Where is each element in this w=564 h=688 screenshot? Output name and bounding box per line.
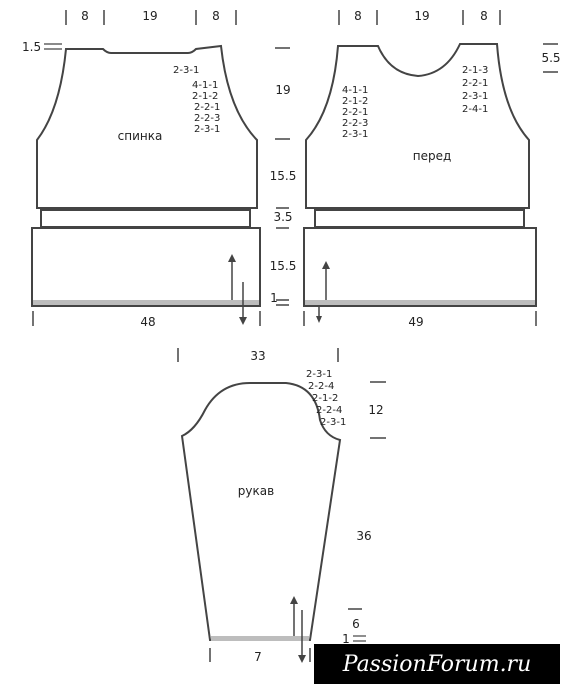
front-arrow-down-icon bbox=[316, 316, 322, 323]
sleeve-arrow-down-icon bbox=[298, 655, 306, 663]
front-armhole-dec: 2-2-1 bbox=[342, 107, 368, 118]
back-top-dim-left: 8 bbox=[81, 9, 89, 23]
back-arrow-down-icon bbox=[239, 317, 247, 325]
front-top-dim-right: 8 bbox=[480, 9, 488, 23]
back-arrow-up-icon bbox=[228, 254, 236, 262]
front-neck-dec: 2-2-1 bbox=[462, 78, 488, 89]
front-label: перед bbox=[413, 149, 452, 163]
back-piece: 8 19 8 1.5 спинка 2-3-1 4-1-1 2-1-2 2-2-… bbox=[22, 9, 261, 329]
sleeve-cap-dec: 2-1-2 bbox=[312, 393, 338, 404]
back-armhole-dec: 2-3-1 bbox=[194, 124, 220, 135]
side-dim-body: 15.5 bbox=[270, 169, 297, 183]
front-armhole-dec: 2-1-2 bbox=[342, 96, 368, 107]
sleeve-cap-dec: 2-2-4 bbox=[308, 381, 334, 392]
sleeve-band: 1 bbox=[342, 632, 350, 646]
front-bottom-width: 49 bbox=[408, 315, 423, 329]
sleeve-label: рукав bbox=[238, 484, 274, 498]
back-armhole-dec: 2-3-1 bbox=[173, 65, 199, 76]
side-dim-lower: 15.5 bbox=[270, 259, 297, 273]
back-hem-band bbox=[33, 300, 259, 305]
side-dim-hem: 1 bbox=[270, 291, 278, 305]
back-label: спинка bbox=[118, 129, 163, 143]
back-top-ticks bbox=[65, 10, 237, 25]
front-neck-dec: 2-3-1 bbox=[462, 91, 488, 102]
back-armhole-dec: 2-2-1 bbox=[194, 102, 220, 113]
back-armhole-dec: 2-1-2 bbox=[192, 91, 218, 102]
back-top-dim-center: 19 bbox=[142, 9, 157, 23]
front-top-dim-center: 19 bbox=[414, 9, 429, 23]
front-armhole-dec: 2-2-3 bbox=[342, 118, 368, 129]
sleeve-cuff-band bbox=[211, 636, 309, 641]
sleeve-piece: 33 2-3-1 2-2-4 2-1-2 2-2-4 2-3-1 12 36 6… bbox=[177, 348, 386, 664]
sleeve-top-width: 33 bbox=[250, 349, 265, 363]
side-dim-armhole: 19 bbox=[275, 83, 290, 97]
back-shoulder-drop: 1.5 bbox=[22, 40, 41, 54]
sleeve-length: 36 bbox=[356, 529, 371, 543]
front-piece: 8 19 8 5.5 4-1-1 2-1-2 2-2-1 2-2-3 2-3-1… bbox=[303, 9, 561, 329]
sleeve-cap-dec: 2-2-4 bbox=[316, 405, 342, 416]
sleeve-cap-dec: 2-3-1 bbox=[306, 369, 332, 380]
side-dimensions: 19 15.5 3.5 15.5 1 bbox=[270, 47, 297, 306]
front-armhole-dec: 2-3-1 bbox=[342, 129, 368, 140]
back-armhole-dec: 4-1-1 bbox=[192, 80, 218, 91]
front-neck-dec: 2-4-1 bbox=[462, 104, 488, 115]
back-waistband bbox=[40, 209, 251, 228]
sleeve-bottom-width: 7 bbox=[254, 650, 262, 664]
front-neck-dec: 2-1-3 bbox=[462, 65, 488, 76]
front-lower-body bbox=[303, 227, 537, 307]
front-hem-band bbox=[305, 300, 535, 305]
sleeve-outline bbox=[180, 382, 342, 641]
back-bottom-width: 48 bbox=[140, 315, 155, 329]
front-armhole-dec: 4-1-1 bbox=[342, 85, 368, 96]
back-outline bbox=[36, 44, 258, 209]
sleeve-cap-dec: 2-3-1 bbox=[320, 417, 346, 428]
front-arrow-up-icon bbox=[322, 261, 330, 269]
back-lower-body bbox=[31, 227, 261, 307]
front-outline bbox=[305, 43, 530, 209]
front-top-dim-left: 8 bbox=[354, 9, 362, 23]
back-top-dim-right: 8 bbox=[212, 9, 220, 23]
front-neck-depth: 5.5 bbox=[541, 51, 560, 65]
sleeve-cap-height: 12 bbox=[368, 403, 383, 417]
front-waistband bbox=[314, 209, 525, 228]
watermark-logo: PassionForum.ru bbox=[314, 644, 560, 684]
back-armhole-dec: 2-2-3 bbox=[194, 113, 220, 124]
sleeve-arrow-up-icon bbox=[290, 596, 298, 604]
side-dim-waistband: 3.5 bbox=[273, 210, 292, 224]
sleeve-cuff: 6 bbox=[352, 617, 360, 631]
